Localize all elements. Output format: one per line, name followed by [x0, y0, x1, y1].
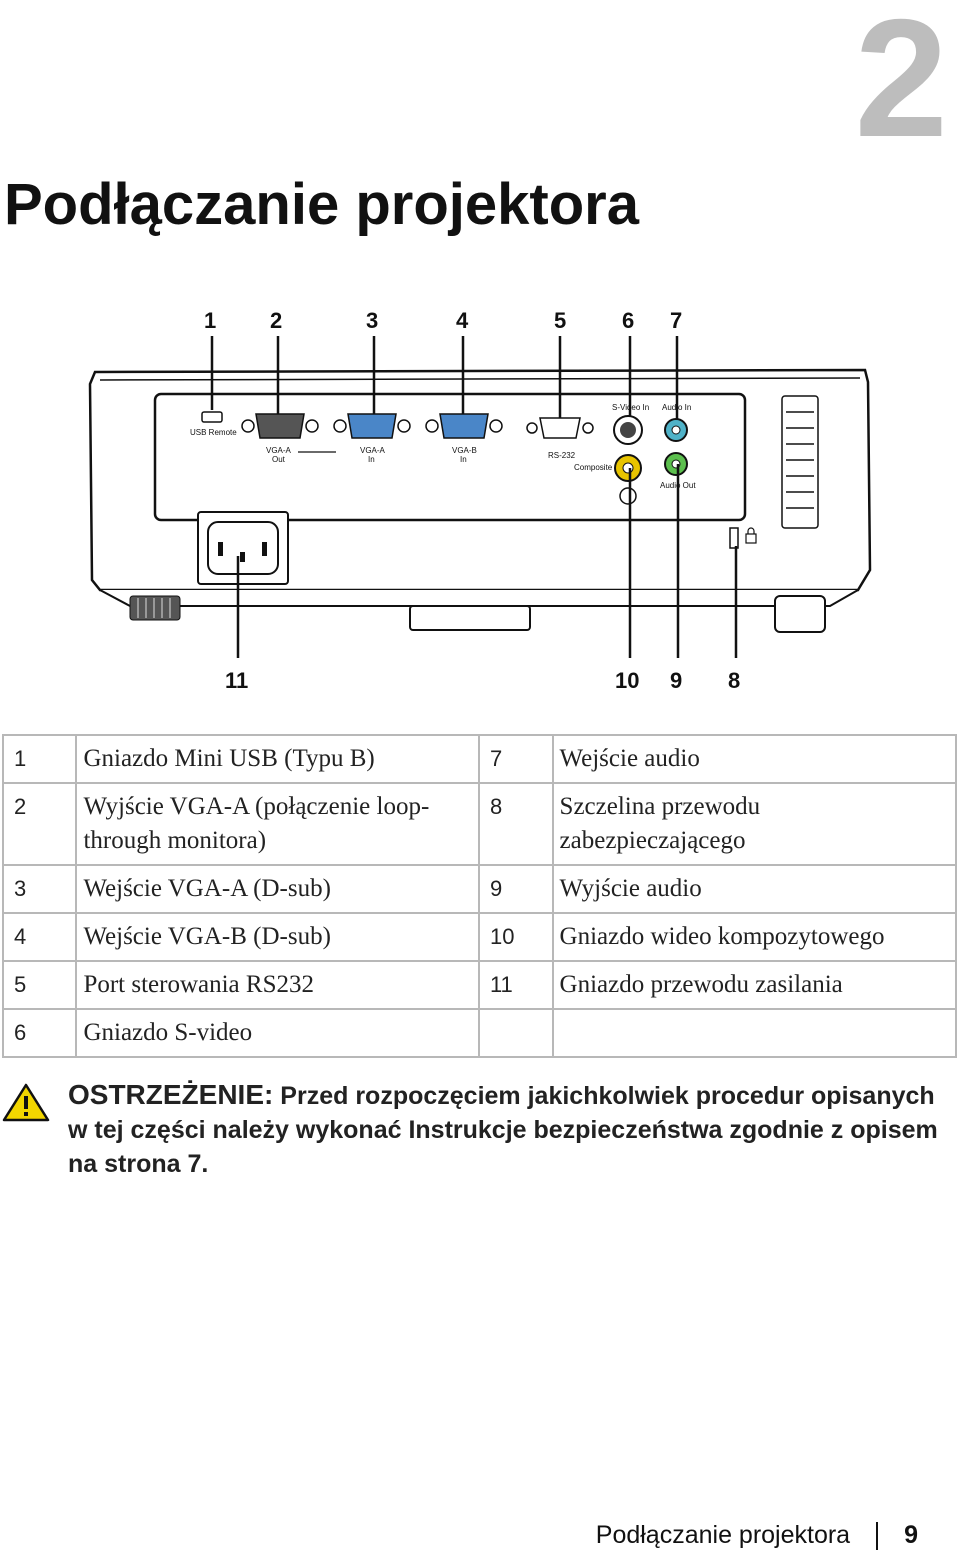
svg-text:In: In	[460, 455, 467, 464]
callout-6: 6	[622, 308, 634, 333]
warning-note: OSTRZEŻENIE: Przed rozpoczęciem jakichko…	[0, 1078, 952, 1181]
io-panel	[153, 392, 747, 522]
rs232-port: RS-232	[526, 417, 594, 460]
part-number: 8	[477, 782, 554, 866]
page-number: 9	[904, 1521, 918, 1549]
part-number: 5	[1, 960, 78, 1010]
callout-11: 11	[225, 668, 248, 693]
part-description: Wyjście audio	[551, 864, 958, 914]
part-description	[551, 1008, 958, 1058]
table-row: 5 Port sterowania RS232 11 Gniazdo przew…	[1, 960, 958, 1010]
projector-rear-diagram: 1 2 3 4 5 6 7 USB Remote VGA-A Out VGA-A	[88, 308, 872, 693]
svg-text:VGA-B: VGA-B	[452, 446, 477, 455]
part-description: Wejście audio	[551, 734, 958, 784]
table-row: 3 Wejście VGA-A (D-sub) 9 Wyjście audio	[1, 864, 958, 914]
svg-text:Composite: Composite	[574, 463, 613, 472]
chapter-number: 2	[854, 0, 948, 172]
part-number: 3	[1, 864, 78, 914]
page-title: Podłączanie projektora	[4, 172, 639, 237]
callout-8: 8	[728, 668, 740, 693]
warning-triangle-icon	[2, 1083, 50, 1122]
part-description: Szczelina przewodu zabezpieczającego	[551, 782, 958, 866]
security-slot	[729, 527, 739, 549]
part-number	[477, 1008, 554, 1058]
table-row: 2 Wyjście VGA-A (połączenie loop-through…	[1, 782, 958, 866]
warning-text: Przed rozpoczęciem jakichkolwiek procedu…	[68, 1082, 938, 1178]
vga-a-out-port: VGA-A Out	[241, 413, 319, 464]
part-number: 7	[477, 734, 554, 784]
callout-3: 3	[366, 308, 378, 333]
left-foot	[129, 595, 181, 621]
callout-1: 1	[204, 308, 216, 333]
footer-section: Podłączanie projektora	[595, 1521, 851, 1549]
part-number: 6	[1, 1008, 78, 1058]
part-description: Wejście VGA-A (D-sub)	[75, 864, 480, 914]
part-number: 11	[477, 960, 554, 1010]
vga-a-in-port: VGA-A In	[333, 413, 411, 464]
page-footer: Podłączanie projektora 9	[596, 1521, 918, 1550]
part-description: Wejście VGA-B (D-sub)	[75, 912, 480, 962]
part-description: Port sterowania RS232	[75, 960, 480, 1010]
part-number: 2	[1, 782, 78, 866]
svg-text:Out: Out	[272, 455, 286, 464]
right-foot	[774, 595, 826, 633]
callout-10: 10	[615, 668, 639, 693]
callout-2: 2	[270, 308, 282, 333]
part-description: Gniazdo wideo kompozytowego	[551, 912, 958, 962]
part-number: 10	[477, 912, 554, 962]
part-number: 1	[1, 734, 78, 784]
svg-text:RS-232: RS-232	[548, 451, 576, 460]
part-number: 4	[1, 912, 78, 962]
center-foot	[409, 605, 531, 631]
footer-separator	[876, 1521, 879, 1550]
table-row: 6 Gniazdo S-video	[1, 1008, 958, 1058]
vga-b-in-port: VGA-B In	[425, 413, 503, 464]
part-description: Gniazdo Mini USB (Typu B)	[75, 734, 480, 784]
callout-5: 5	[554, 308, 566, 333]
svg-text:In: In	[368, 455, 375, 464]
lock-icon	[745, 527, 757, 544]
vent-grille	[781, 395, 819, 529]
callout-7: 7	[670, 308, 682, 333]
part-number: 9	[477, 864, 554, 914]
svg-text:VGA-A: VGA-A	[266, 446, 292, 455]
callout-4: 4	[456, 308, 469, 333]
svg-text:VGA-A: VGA-A	[360, 446, 386, 455]
table-row: 4 Wejście VGA-B (D-sub) 10 Gniazdo wideo…	[1, 912, 958, 962]
svg-text:USB Remote: USB Remote	[190, 428, 237, 437]
part-description: Wyjście VGA-A (połączenie loop-through m…	[75, 782, 480, 866]
mini-usb-port	[201, 411, 223, 423]
callout-9: 9	[670, 668, 682, 693]
part-description: Gniazdo S-video	[75, 1008, 480, 1058]
warning-label: OSTRZEŻENIE:	[68, 1079, 274, 1110]
table-row: 1 Gniazdo Mini USB (Typu B) 7 Wejście au…	[1, 734, 958, 784]
part-description: Gniazdo przewodu zasilania	[551, 960, 958, 1010]
parts-table: 1 Gniazdo Mini USB (Typu B) 7 Wejście au…	[1, 734, 958, 1058]
